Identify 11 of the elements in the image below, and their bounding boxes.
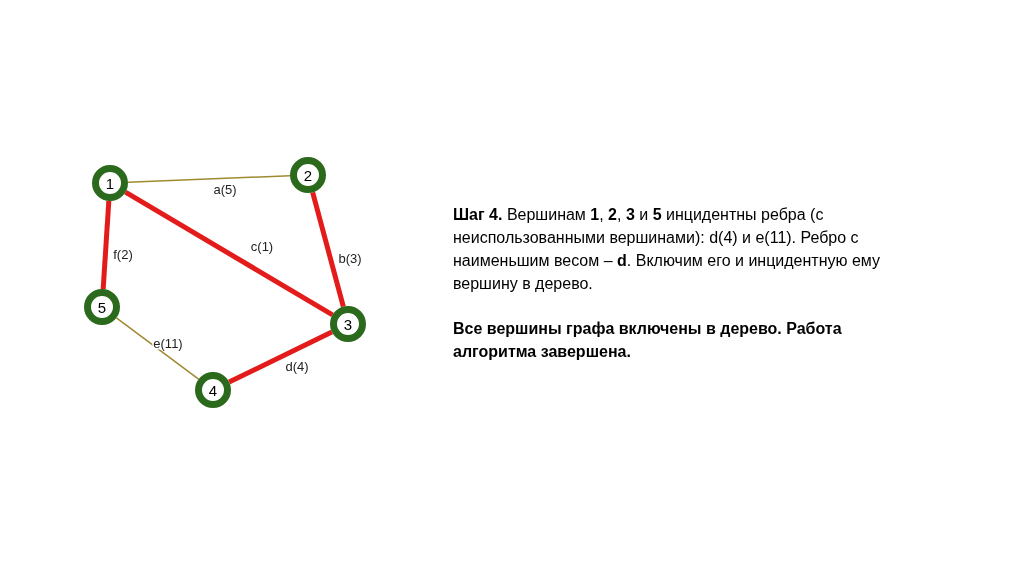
edge-label: f(2) <box>112 247 134 261</box>
edge-label: b(3) <box>337 251 363 265</box>
graph-edge <box>127 175 291 183</box>
description-paragraph: Шаг 4. Вершинам 1, 2, 3 и 5 инцидентны ребра (с неиспользованными вершинами): d(4) и e(11). Ребро с наименьшим весом – d. Включим его и инцидентную ему вершину в дерево. <box>453 205 881 294</box>
edge-label: d(4) <box>284 359 310 373</box>
edge-label: a(5) <box>212 182 238 196</box>
edge-label: c(1) <box>249 239 275 253</box>
graph-edge <box>310 191 346 308</box>
description-paragraph: Все вершины графа включены в дерево. Работа алгоритма завершена. <box>453 319 843 362</box>
edge-label: e(11) <box>152 336 184 350</box>
graph-edge <box>100 200 112 290</box>
